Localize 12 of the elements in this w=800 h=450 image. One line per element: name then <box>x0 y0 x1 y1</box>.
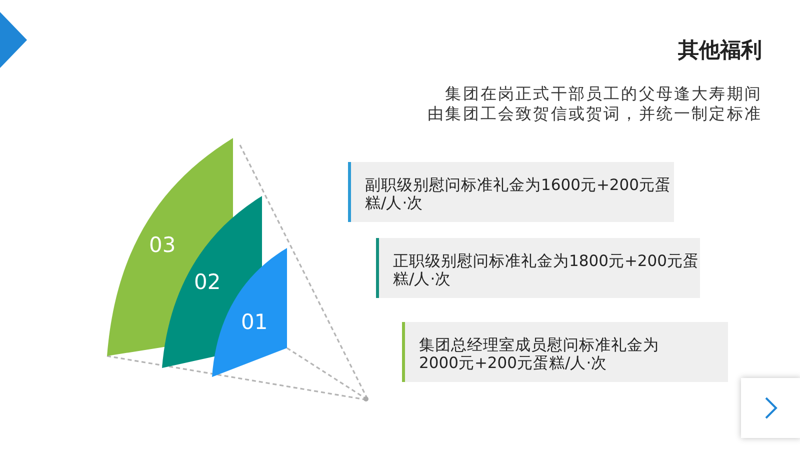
info-card <box>376 238 700 298</box>
card-text: 正职级别慰问标准礼金为1800元+200元蛋糕/人·次 <box>393 252 700 288</box>
title: 其他福利 <box>678 37 762 64</box>
step-number: 01 <box>241 310 268 334</box>
subtitle-line: 集团在岗正式干部员工的父母逢大寿期间 <box>445 84 762 105</box>
card-text: 副职级别慰问标准礼金为1600元+200元蛋糕/人·次 <box>365 176 672 212</box>
step-number: 02 <box>194 270 221 294</box>
card-text: 集团总经理室成员慰问标准礼金为2000元+200元蛋糕/人·次 <box>419 336 660 372</box>
info-card <box>402 322 728 382</box>
step-number: 03 <box>149 233 176 257</box>
info-card <box>348 162 674 222</box>
subtitle-line: 由集团工会致贺信或贺词，并统一制定标准 <box>428 104 762 125</box>
